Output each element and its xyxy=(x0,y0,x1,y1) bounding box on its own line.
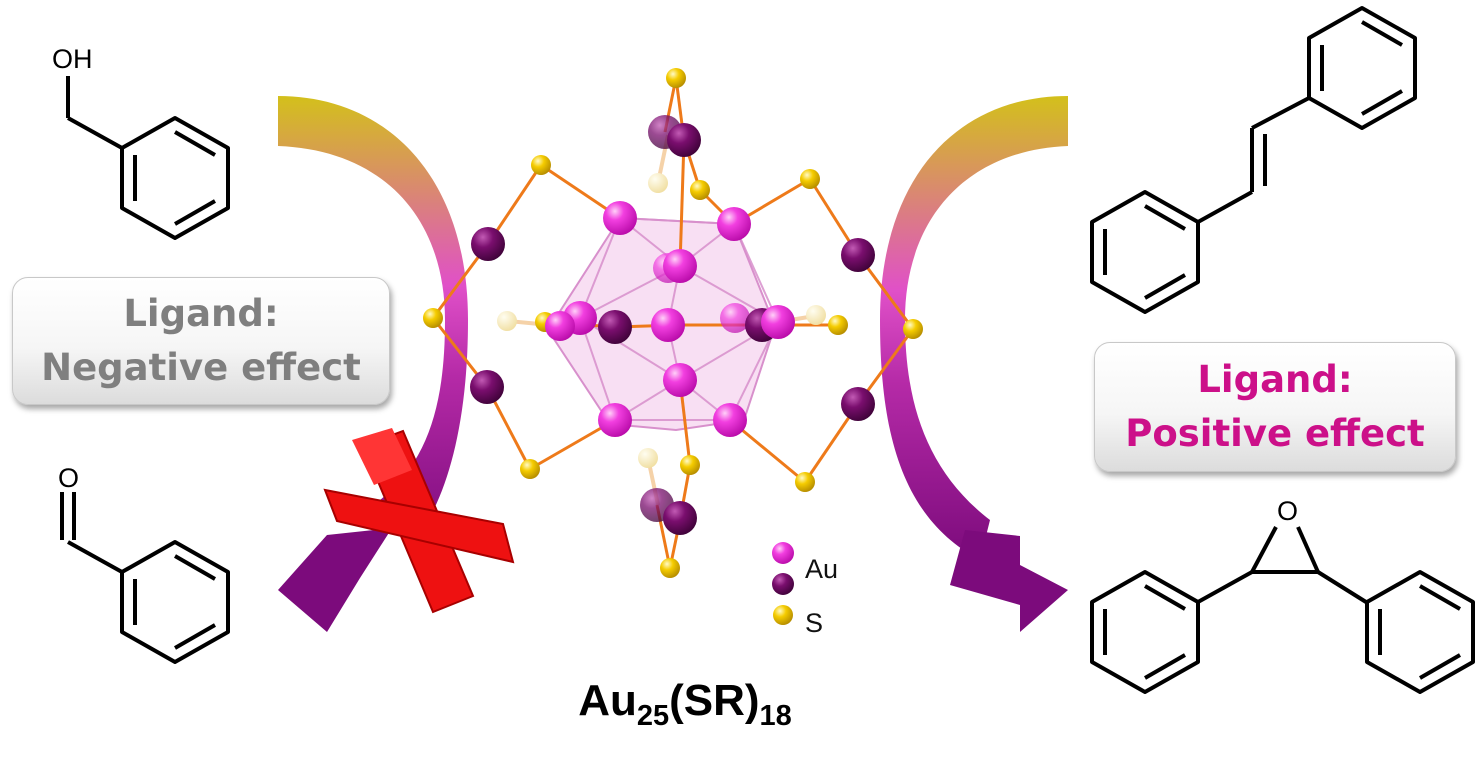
cluster-formula: Au25(SR)18 xyxy=(540,676,830,733)
hydroxyl-label: OH xyxy=(52,44,93,74)
formula-group: (SR) xyxy=(669,676,760,725)
aldehyde-oxygen-label: O xyxy=(58,463,79,493)
stilbene-oxide-structure xyxy=(1090,526,1475,694)
benzaldehyde-structure xyxy=(60,492,230,664)
negative-box-line1: Ligand: xyxy=(123,292,279,335)
formula-base: Au xyxy=(578,676,637,725)
formula-subscript-25: 25 xyxy=(636,700,670,732)
negative-effect-box: Ligand: Negative effect xyxy=(12,277,390,405)
legend-label-s: S xyxy=(805,608,823,638)
epoxide-oxygen-label: O xyxy=(1277,496,1298,526)
legend-swatch-s xyxy=(773,605,793,625)
formula-subscript-18: 18 xyxy=(759,700,792,732)
positive-effect-box: Ligand: Positive effect xyxy=(1094,342,1456,472)
positive-box-line2: Positive effect xyxy=(1125,412,1425,455)
benzyl-alcohol-structure xyxy=(66,76,230,240)
negative-box-line2: Negative effect xyxy=(41,346,361,389)
legend-label-au: Au xyxy=(805,554,838,584)
positive-box-line1: Ligand: xyxy=(1197,358,1353,401)
right-reaction-arrow xyxy=(880,96,1068,632)
legend-swatch-au xyxy=(772,542,794,564)
legend-swatch-staple-au xyxy=(772,573,794,595)
atom-legend: Au S xyxy=(772,542,838,638)
red-cross-icon xyxy=(323,428,515,614)
au25-cluster-model xyxy=(423,68,923,578)
left-reaction-arrow xyxy=(278,96,468,632)
stilbene-structure xyxy=(1090,6,1417,314)
